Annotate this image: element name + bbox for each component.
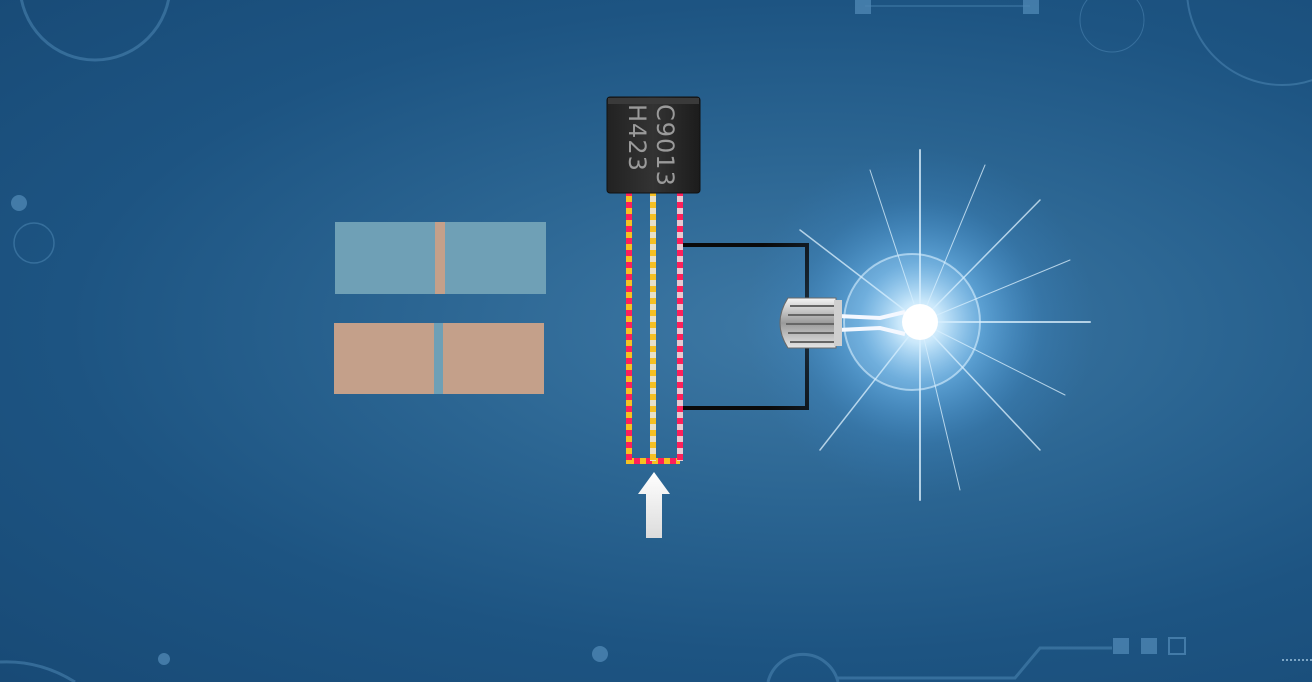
light-bulb-icon — [745, 147, 1095, 501]
transistor-marking-line2: H423 — [623, 104, 651, 172]
decor-circle-top-right — [1186, 0, 1312, 86]
decor-circle-left — [13, 222, 55, 264]
bulb-core — [902, 304, 938, 340]
arrow-up-icon — [638, 472, 670, 538]
decor-arc-bottom — [766, 652, 840, 682]
semiconductor-blocks — [334, 222, 546, 394]
bulb-screw-base — [779, 297, 842, 349]
n-type-block-junction — [435, 222, 445, 294]
transistor-marking-line1: C9013 — [651, 104, 679, 187]
background-dots — [11, 0, 1186, 665]
transistor-body: C9013 H423 — [606, 96, 701, 194]
bulb-filament — [837, 310, 906, 336]
transistor-leads — [626, 190, 683, 464]
decor-circle-top-right-small — [1079, 0, 1145, 53]
decor-circle-top-left — [20, 0, 170, 62]
emitter-lead — [626, 190, 680, 464]
bulb-rays — [799, 149, 1091, 501]
decor-arc-bottom-left — [0, 660, 76, 682]
p-type-block-junction — [434, 323, 443, 394]
decor-line-bottom — [838, 646, 1112, 680]
